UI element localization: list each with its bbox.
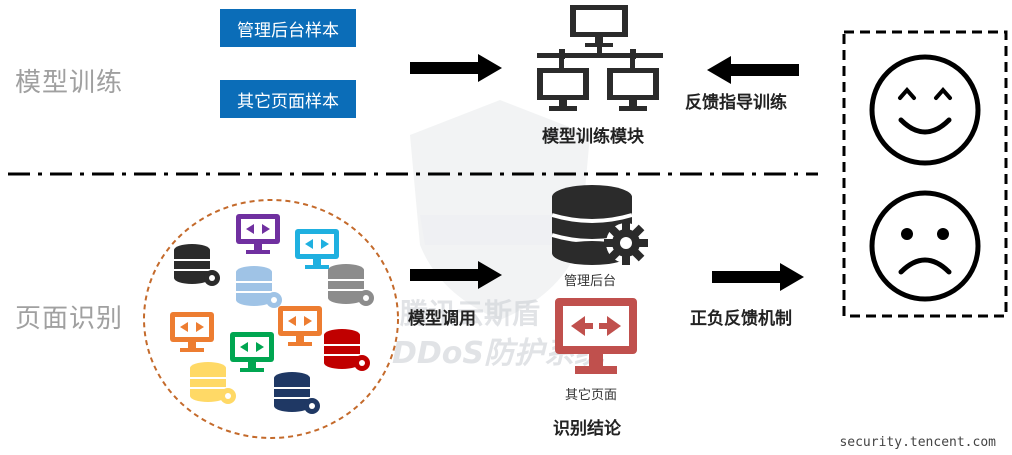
- arrow-right-icon: [410, 54, 502, 82]
- database-gear-icon: [274, 372, 320, 414]
- monitor-arrows-icon: [236, 214, 280, 254]
- monitor-arrows-icon: [170, 312, 214, 352]
- feedback-faces-box: [842, 30, 1008, 318]
- network-computers-icon: [537, 5, 663, 111]
- admin-result-label: 管理后台: [564, 274, 617, 289]
- other-result-label: 其它页面: [565, 388, 618, 403]
- sad-face-icon: [869, 190, 981, 302]
- arrow-right-icon: [712, 263, 804, 291]
- database-gear-icon: [328, 264, 374, 306]
- monitor-arrows-icon: [295, 229, 339, 269]
- shield-watermark-icon: [410, 100, 590, 320]
- watermark-line1: 腾讯云斯盾: [400, 297, 541, 330]
- training-module-label: 模型训练模块: [542, 127, 644, 147]
- monitor-arrows-icon: [230, 332, 274, 372]
- smiley-face-icon: [869, 54, 981, 166]
- stage-label-training: 模型训练: [15, 68, 124, 98]
- database-gear-icon: [236, 266, 282, 308]
- other-sample-box: 其它页面样本: [220, 80, 356, 118]
- database-gear-icon: [551, 185, 648, 265]
- arrow-right-icon: [410, 261, 502, 289]
- footer-url: security.tencent.com: [839, 435, 996, 450]
- section-divider: [8, 172, 818, 176]
- model-call-label: 模型调用: [408, 309, 476, 329]
- feedback-training-label: 反馈指导训练: [685, 93, 787, 113]
- result-label: 识别结论: [553, 419, 621, 439]
- monitor-arrows-icon: [278, 306, 322, 346]
- database-gear-icon: [174, 244, 220, 286]
- database-gear-icon: [190, 362, 236, 404]
- admin-sample-box: 管理后台样本: [220, 9, 356, 47]
- feedback-mechanism-label: 正负反馈机制: [690, 309, 792, 329]
- arrow-left-icon: [707, 56, 799, 84]
- monitor-arrows-icon: [555, 298, 637, 374]
- stage-label-recognition: 页面识别: [15, 304, 124, 334]
- database-gear-icon: [324, 329, 370, 371]
- page-samples-cluster: [143, 199, 399, 439]
